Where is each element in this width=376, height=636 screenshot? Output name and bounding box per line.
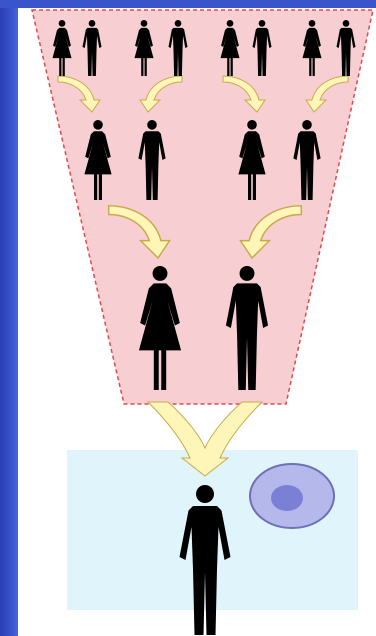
- top-decorative-band: [0, 0, 376, 8]
- arrow-7: [146, 401, 264, 477]
- cell-icon: [249, 463, 335, 529]
- ancestry-funnel: [31, 9, 374, 405]
- left-decorative-band: [0, 0, 18, 636]
